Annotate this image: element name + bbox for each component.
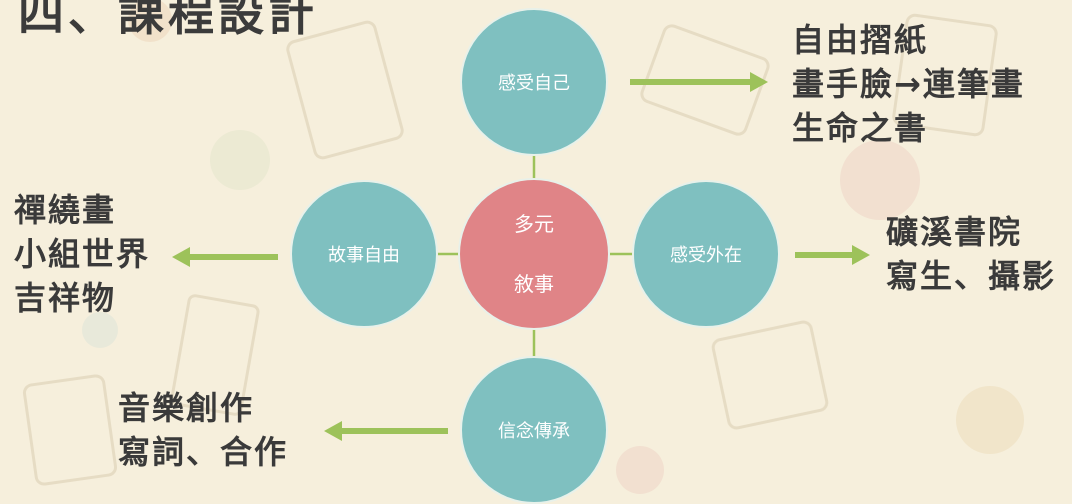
outcome-bottom: 音樂創作 寫詞、合作 [118, 386, 288, 474]
node-right: 感受外在 [632, 180, 780, 328]
outcome-left-item: 小組世界 [14, 235, 151, 273]
outcome-top-item: 生命之書 [792, 109, 929, 147]
arrow-right-head [852, 245, 870, 265]
outcome-right-item: 寫生、攝影 [886, 257, 1057, 295]
node-top: 感受自己 [460, 8, 608, 156]
outcome-left-item: 吉祥物 [14, 279, 117, 317]
node-left: 故事自由 [290, 180, 438, 328]
outcome-bottom-item: 音樂創作 [118, 389, 255, 427]
node-top-label: 感受自己 [498, 73, 570, 94]
node-right-label: 感受外在 [670, 245, 742, 266]
outcome-left: 禪繞畫 小組世界 吉祥物 [14, 188, 150, 320]
outcome-left-item: 禪繞畫 [14, 191, 117, 229]
arrow-bottom-head [324, 421, 342, 441]
arrow-top-head [750, 72, 768, 92]
outcome-top: 自由摺紙 畫手臉→連筆畫 生命之書 [792, 18, 1025, 150]
node-bottom-label: 信念傳承 [498, 421, 570, 442]
center-label-line1: 多元 [514, 212, 554, 236]
outcome-right-item: 礦溪書院 [886, 213, 1023, 251]
outcome-right: 礦溪書院 寫生、攝影 [886, 210, 1056, 298]
outcome-top-item: 畫手臉→連筆畫 [792, 65, 1025, 103]
outcome-bottom-item: 寫詞、合作 [118, 433, 289, 471]
page-title: 四、課程設計 [18, 0, 318, 41]
outcome-top-item: 自由摺紙 [792, 21, 929, 59]
node-bottom: 信念傳承 [460, 356, 608, 504]
center-node: 多元 敘事 [458, 178, 610, 330]
arrow-left-head [172, 247, 190, 267]
node-left-label: 故事自由 [328, 245, 400, 266]
center-label-line2: 敘事 [514, 272, 554, 296]
